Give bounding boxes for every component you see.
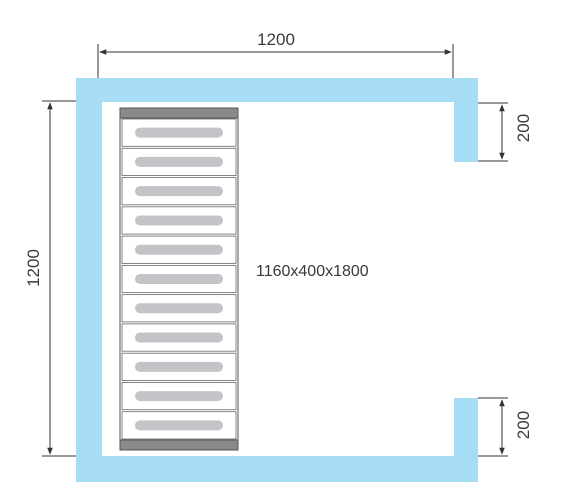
rack-slot-handle [135,156,223,167]
right-bottom-dimension [478,397,508,457]
left-height-dimension [42,100,76,457]
rack-slot-handle [135,274,223,284]
right-top-dimension [478,102,508,162]
wall-right-bottom [454,398,478,482]
rack-slot-handle [135,186,223,197]
rack-slots [121,118,237,440]
right-top-opening-label: 200 [514,114,533,142]
rack-top-cap [119,107,239,119]
rack-slot-handle [135,127,223,138]
wall-left [76,78,102,482]
rack-size-label: 1160x400x1800 [256,263,369,280]
top-width-label: 1200 [257,30,295,49]
rack-slot-handle [135,303,223,314]
right-bottom-opening-label: 200 [514,411,533,439]
wall-right-top [454,78,478,162]
rack-cabinet [119,107,239,451]
rack-slot-handle [135,215,223,226]
wall-top [76,78,478,102]
rack-slot-handle [135,361,223,372]
rack-slot-handle [135,332,223,343]
rack-slot-handle [135,244,223,255]
rack-slot-handle [135,420,223,431]
rack-bottom-cap [119,439,239,451]
rack-slot-handle [135,391,223,402]
left-height-label: 1200 [24,249,43,287]
top-width-dimension [97,44,454,78]
wall-bottom [76,456,478,482]
room-walls [76,78,478,482]
